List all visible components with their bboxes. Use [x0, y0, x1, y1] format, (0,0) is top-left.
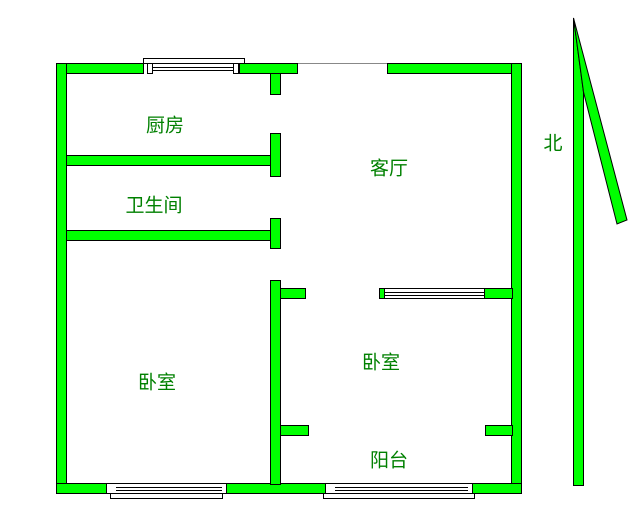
room-label-bedroom-left: 卧室 [137, 371, 177, 394]
window-balcony [323, 483, 475, 499]
window-kitchen [143, 58, 245, 74]
room-label-living-room: 客厅 [369, 157, 409, 180]
room-label-balcony: 阳台 [369, 449, 409, 472]
room-label-kitchen: 厨房 [145, 114, 185, 137]
window-bedroom-right [384, 288, 485, 299]
north-arrow-icon [573, 17, 628, 486]
interior-walls [66, 73, 513, 485]
outer-walls [56, 63, 522, 494]
room-label-bathroom: 卫生间 [125, 194, 183, 217]
room-label-bedroom-right: 卧室 [361, 351, 401, 374]
north-label: 北 [543, 132, 563, 155]
window-bedroom-left [106, 483, 227, 499]
